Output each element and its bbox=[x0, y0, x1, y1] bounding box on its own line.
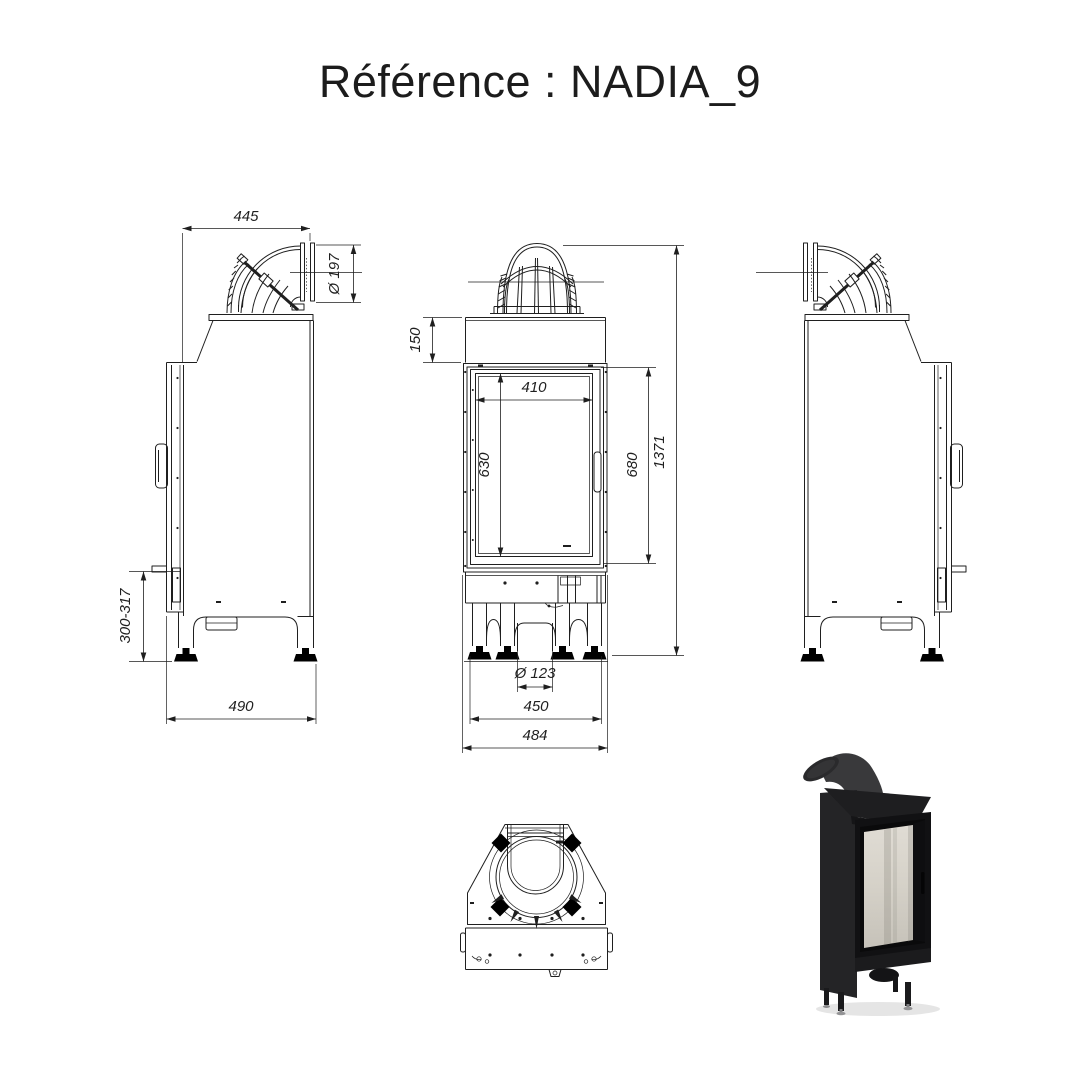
dim-flue-diameter: Ø 197 bbox=[326, 253, 343, 296]
front-view: 150 410 630 680 1371 Ø 1 bbox=[407, 243, 684, 753]
side-view-left-dimensions: 445 Ø 197 300-317 490 bbox=[117, 208, 361, 724]
photo-legs bbox=[823, 976, 913, 1016]
dim-feet-width: 450 bbox=[523, 698, 549, 715]
front-view-dimensions: 150 410 630 680 1371 Ø 1 bbox=[407, 245, 684, 753]
dim-overall-height: 1371 bbox=[651, 435, 668, 468]
dim-top-depth: 445 bbox=[233, 208, 259, 225]
dim-air-inlet-diameter: Ø 123 bbox=[514, 665, 557, 682]
dim-top-section-height: 150 bbox=[407, 327, 424, 353]
door-handle-side bbox=[155, 443, 168, 489]
top-box-front bbox=[465, 317, 606, 363]
photo-door-glass bbox=[864, 825, 913, 948]
side-view-right-geometry bbox=[756, 243, 966, 662]
door-front bbox=[463, 363, 608, 573]
base-front bbox=[465, 572, 606, 608]
body-side bbox=[151, 314, 314, 648]
photo-flue-elbow bbox=[803, 753, 884, 804]
side-view-left-geometry bbox=[151, 242, 362, 662]
technical-drawing: 445 Ø 197 300-317 490 bbox=[117, 208, 966, 977]
dim-overall-depth: 490 bbox=[228, 698, 254, 715]
dim-base-height: 300-317 bbox=[117, 588, 134, 644]
flue-elbow-side bbox=[236, 242, 362, 312]
bottom-view bbox=[460, 824, 613, 977]
damper-rod bbox=[242, 259, 299, 312]
page-title: Référence : NADIA_9 bbox=[318, 56, 762, 107]
product-photo bbox=[803, 753, 940, 1016]
dim-glass-height: 630 bbox=[476, 452, 493, 478]
dome-ribs-side bbox=[226, 255, 289, 314]
photo-shadow bbox=[816, 1002, 940, 1016]
top-plate bbox=[208, 314, 314, 321]
dim-overall-width: 484 bbox=[522, 727, 547, 744]
door-frame-outer bbox=[463, 363, 608, 573]
door-handle-front bbox=[593, 451, 602, 493]
door-glass bbox=[475, 373, 593, 557]
front-ledge bbox=[151, 565, 167, 573]
dim-glass-width: 410 bbox=[521, 379, 547, 396]
bolt-plate bbox=[562, 833, 582, 853]
legs-side bbox=[174, 612, 318, 662]
dim-door-height: 680 bbox=[624, 452, 641, 478]
photo-door-handle bbox=[921, 872, 925, 894]
flue-dome-front bbox=[468, 243, 604, 314]
photo-body bbox=[820, 788, 931, 998]
legs-front bbox=[464, 603, 608, 662]
bottom-outline bbox=[467, 824, 606, 925]
